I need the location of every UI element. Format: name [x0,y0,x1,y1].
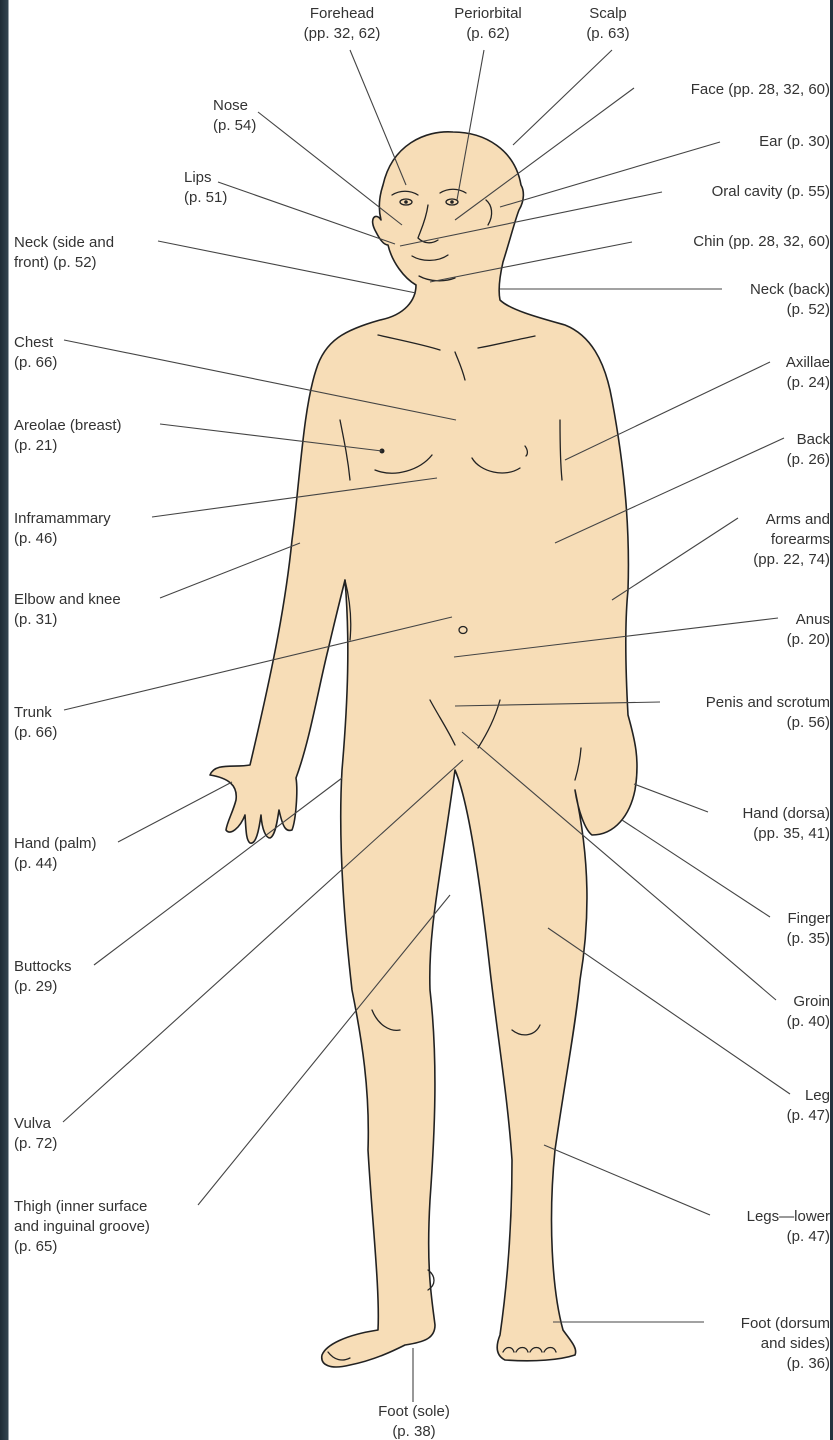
label-groin: Groin(p. 40) [787,992,830,1032]
label-trunk: Trunk(p. 66) [14,703,57,743]
label-nose: Nose(p. 54) [213,96,256,136]
label-chin: Chin (pp. 28, 32, 60) [693,232,830,252]
label-anus: Anus(p. 20) [787,610,830,650]
label-neck-back: Neck (back)(p. 52) [750,280,830,320]
label-axillae: Axillae(p. 24) [786,353,830,393]
label-chest: Chest(p. 66) [14,333,57,373]
label-oral-cavity: Oral cavity (p. 55) [712,182,830,202]
label-penis-scrotum: Penis and scrotum(p. 56) [706,693,830,733]
body-outline [210,132,637,1367]
label-periorbital: Periorbital(p. 62) [438,4,538,44]
label-forehead: Forehead(pp. 32, 62) [282,4,402,44]
label-back: Back(p. 26) [787,430,830,470]
label-hand-palm: Hand (palm)(p. 44) [14,834,97,874]
label-finger: Finger(p. 35) [787,909,830,949]
label-areolae: Areolae (breast)(p. 21) [14,416,122,456]
label-lips: Lips(p. 51) [184,168,227,208]
label-legs-lower: Legs—lower(p. 47) [747,1207,830,1247]
label-leg: Leg(p. 47) [787,1086,830,1126]
label-face: Face (pp. 28, 32, 60) [691,80,830,100]
label-vulva: Vulva(p. 72) [14,1114,57,1154]
label-scalp: Scalp(p. 63) [568,4,648,44]
label-ear: Ear (p. 30) [759,132,830,152]
label-elbow-knee: Elbow and knee(p. 31) [14,590,121,630]
label-foot-sole: Foot (sole)(p. 38) [358,1402,470,1440]
label-buttocks: Buttocks(p. 29) [14,957,72,997]
label-hand-dorsa: Hand (dorsa)(pp. 35, 41) [742,804,830,844]
label-inframammary: Inframammary(p. 46) [14,509,111,549]
